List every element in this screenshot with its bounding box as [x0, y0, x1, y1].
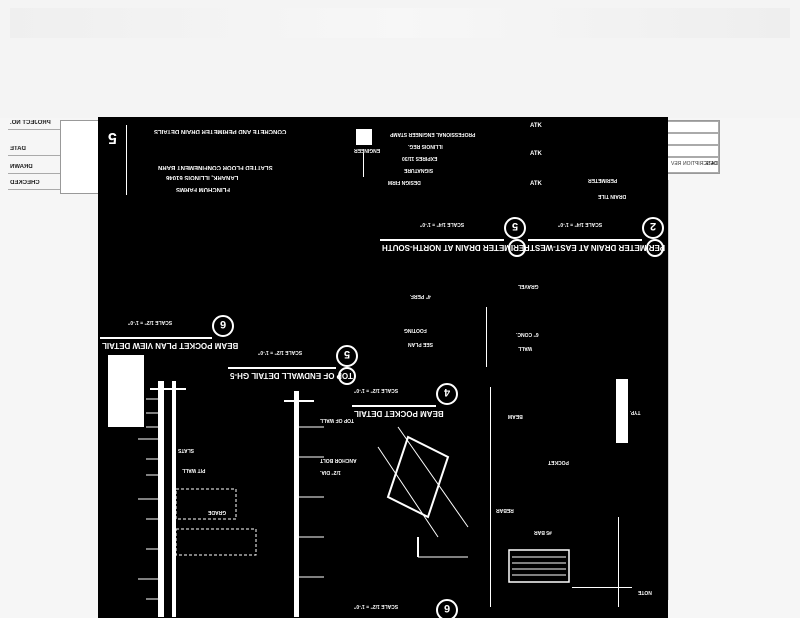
note: SEE PLAN — [408, 341, 434, 347]
dim-line — [490, 387, 491, 607]
left-row: DRAWN — [8, 164, 62, 174]
note: 4" PERF. — [410, 293, 431, 299]
wall-section-mid — [284, 391, 324, 617]
owner-name: FLINCHUM FARMS — [176, 186, 230, 192]
view-bubble-small — [338, 367, 356, 385]
right-margin — [668, 180, 719, 600]
stamp-line: EXPIRES 11/30 — [402, 155, 438, 161]
dim-line — [618, 517, 619, 607]
hatched-panel — [508, 549, 570, 583]
rev-cell — [667, 145, 719, 157]
view-title-east-west: PERIMETER DRAIN AT EAST-WEST — [530, 243, 666, 252]
right-revision-block: REV DESCRIPTION DATE — [666, 120, 720, 174]
beam-pocket-drawing — [377, 426, 469, 558]
stamp-line: DESIGN FIRM — [388, 179, 421, 185]
note-perimeter: PERIMETER — [588, 177, 618, 183]
note: BEAM — [508, 413, 523, 419]
view-title-underline — [228, 367, 336, 369]
note-atk: ATK — [530, 151, 542, 157]
note: #5 BAR — [534, 529, 552, 535]
note: REBAR — [496, 507, 514, 513]
view-title-underline — [528, 239, 642, 241]
plan-view-block — [108, 355, 144, 427]
view-scale: SCALE 1/4" = 1'-0" — [558, 221, 603, 227]
project-title-3: LANARK, ILLINOIS 61046 — [166, 174, 239, 180]
note: FOOTING — [404, 327, 427, 333]
rev-cell — [667, 133, 719, 145]
title-divider — [126, 125, 127, 195]
stamp-line: SIGNATURE — [404, 167, 434, 173]
note: GRADE — [208, 509, 227, 515]
left-row: PROJECT NO. — [8, 120, 62, 130]
note-atk: ATK — [530, 181, 542, 187]
view-bubble-small — [646, 239, 664, 257]
note: PIT WALL — [182, 467, 206, 473]
view-bubble-5: 5 — [504, 217, 526, 239]
dim-line — [486, 307, 487, 367]
view-bubble-small — [508, 239, 526, 257]
view-scale: SCALE 1/2" = 1'-0" — [354, 387, 399, 393]
left-title-block: PROJECT NO. DATE DRAWN CHECKED — [8, 120, 108, 200]
view-title-beam-pocket-plan: BEAM POCKET PLAN VIEW DETAIL — [102, 341, 239, 350]
view-scale: SCALE 1/4" = 1'-0" — [420, 221, 465, 227]
rev-label: REV — [671, 161, 682, 167]
note: SLATS — [178, 447, 195, 453]
view-scale: SCALE 1/2" = 1'-0" — [354, 603, 399, 609]
note: 6" CONC. — [516, 331, 539, 337]
left-label-checked: CHECKED — [10, 180, 40, 186]
view-bubble-4: 4 — [436, 383, 458, 405]
stamp-label: ENGINEER — [354, 147, 381, 153]
rev-date-label: DATE — [705, 161, 718, 167]
view-bubble-2: 2 — [642, 217, 664, 239]
note: NOTE — [638, 589, 652, 595]
project-title-2: SLATTED FLOOR CONFINEMENT BARN — [158, 164, 273, 170]
left-label-date: DATE — [10, 146, 26, 152]
rev-cell — [667, 121, 719, 133]
scan-smudge — [10, 8, 790, 38]
note-drain-tile: DRAIN TILE — [598, 193, 627, 199]
left-row: DATE — [8, 146, 62, 156]
view-title-underline — [380, 239, 504, 241]
view-title-underline — [100, 337, 212, 339]
drawing-sheet: 5 CONCRETE AND PERIMETER DRAIN DETAILS S… — [98, 117, 668, 618]
stamp-seal — [356, 129, 372, 145]
note: ANCHOR BOLT — [320, 457, 357, 463]
wall-section-left — [138, 381, 257, 617]
section-marker-bar — [616, 379, 628, 443]
note: TOP OF WALL — [320, 417, 354, 423]
view-bubble-6: 6 — [212, 315, 234, 337]
view-bubble-6b: 6 — [436, 599, 458, 618]
leader-line — [572, 587, 632, 588]
note-atk: ATK — [530, 123, 542, 129]
project-title-1: CONCRETE AND PERIMETER DRAIN DETAILS — [154, 128, 287, 134]
left-row: CHECKED — [8, 180, 62, 190]
stamp-leader — [363, 153, 364, 177]
stamp-line: ILLINOIS REG. — [408, 143, 443, 149]
left-label-project: PROJECT NO. — [10, 120, 51, 126]
left-label-drawn: DRAWN — [10, 164, 33, 170]
sheet-number: 5 — [108, 129, 117, 146]
note: TYP. — [630, 409, 641, 415]
view-scale: SCALE 1/2" = 1'-0" — [258, 349, 303, 355]
view-bubble-5b: 5 — [336, 345, 358, 367]
view-scale: SCALE 1/2" = 1'-0" — [128, 319, 173, 325]
paper-margin-top — [0, 0, 800, 118]
note: WALL — [518, 345, 533, 351]
note: 1/2" DIA. — [320, 469, 341, 475]
note: GRAVEL — [518, 283, 539, 289]
stamp-line: PROFESSIONAL ENGINEER STAMP — [390, 131, 476, 137]
view-title-underline — [352, 405, 436, 407]
note: POCKET — [548, 459, 569, 465]
